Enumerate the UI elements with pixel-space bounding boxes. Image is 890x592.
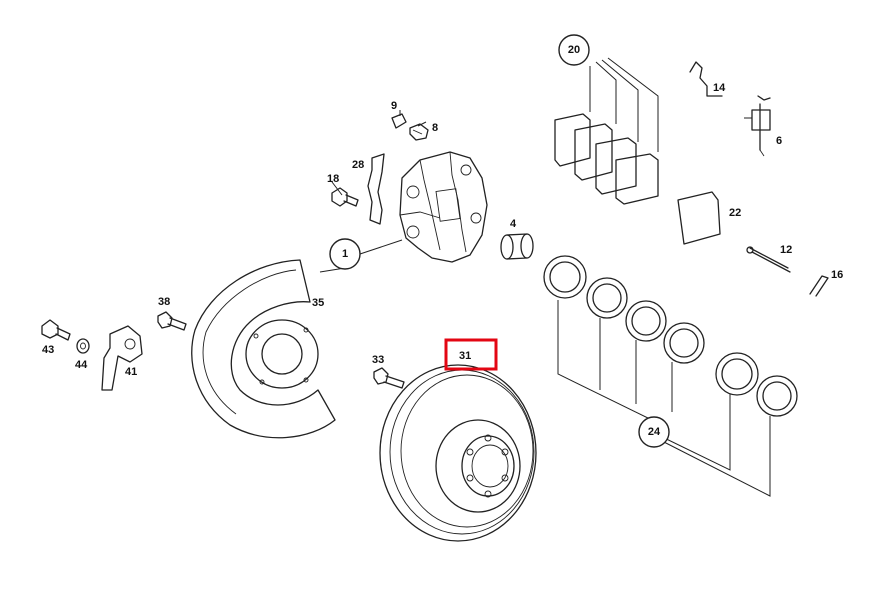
callout-44: 44 (75, 359, 88, 371)
wear-sensor-6[interactable] (744, 95, 771, 157)
callout-33: 33 (372, 354, 384, 366)
callout-41: 41 (125, 366, 137, 378)
callout-9: 9 (391, 100, 397, 112)
bushing-4[interactable] (500, 233, 534, 260)
callout-35: 35 (312, 297, 324, 309)
svg-text:1: 1 (342, 248, 348, 260)
callout-43: 43 (42, 344, 54, 356)
callout-38: 38 (158, 296, 170, 308)
callout-6: 6 (776, 135, 782, 147)
caliper-bolt-18[interactable] (331, 187, 359, 207)
bolt-43[interactable] (41, 319, 71, 341)
callout-14: 14 (713, 82, 726, 94)
dust-shield-35[interactable] (191, 259, 336, 439)
callout-4: 4 (510, 218, 517, 230)
bracket-41[interactable] (101, 325, 143, 391)
callout-22: 22 (729, 207, 741, 219)
callout-31-highlighted[interactable]: 31 (444, 338, 498, 371)
brake-pad-set-20[interactable] (554, 113, 659, 205)
bolt-38[interactable] (157, 311, 187, 331)
svg-text:20: 20 (568, 44, 580, 56)
callout-8: 8 (432, 122, 438, 134)
bleeder-cap-9[interactable] (391, 113, 407, 129)
callout-28: 28 (352, 159, 364, 171)
callout-20: 20 (558, 34, 590, 66)
cotter-pin-16[interactable] (809, 275, 829, 297)
leader-lines (319, 57, 771, 497)
bleeder-valve-8[interactable] (409, 123, 429, 141)
brake-caliper[interactable] (399, 151, 488, 263)
callout-16: 16 (831, 269, 843, 281)
callout-31: 31 (459, 350, 471, 362)
spring-clip-28[interactable] (367, 153, 385, 225)
washer-44[interactable] (76, 338, 90, 354)
callout-12: 12 (780, 244, 792, 256)
callout-1: 1 (329, 238, 361, 270)
anti-squeal-shim-22[interactable] (677, 191, 721, 245)
callout-24: 24 (638, 416, 670, 448)
pad-clip-14[interactable] (689, 61, 723, 97)
brake-disc-31[interactable] (379, 364, 537, 542)
disc-bolt-33[interactable] (373, 367, 405, 389)
svg-text:24: 24 (648, 426, 661, 438)
retaining-pin-12[interactable] (746, 246, 791, 273)
callout-18: 18 (327, 173, 339, 185)
seal-ring-set-24[interactable] (543, 255, 798, 417)
